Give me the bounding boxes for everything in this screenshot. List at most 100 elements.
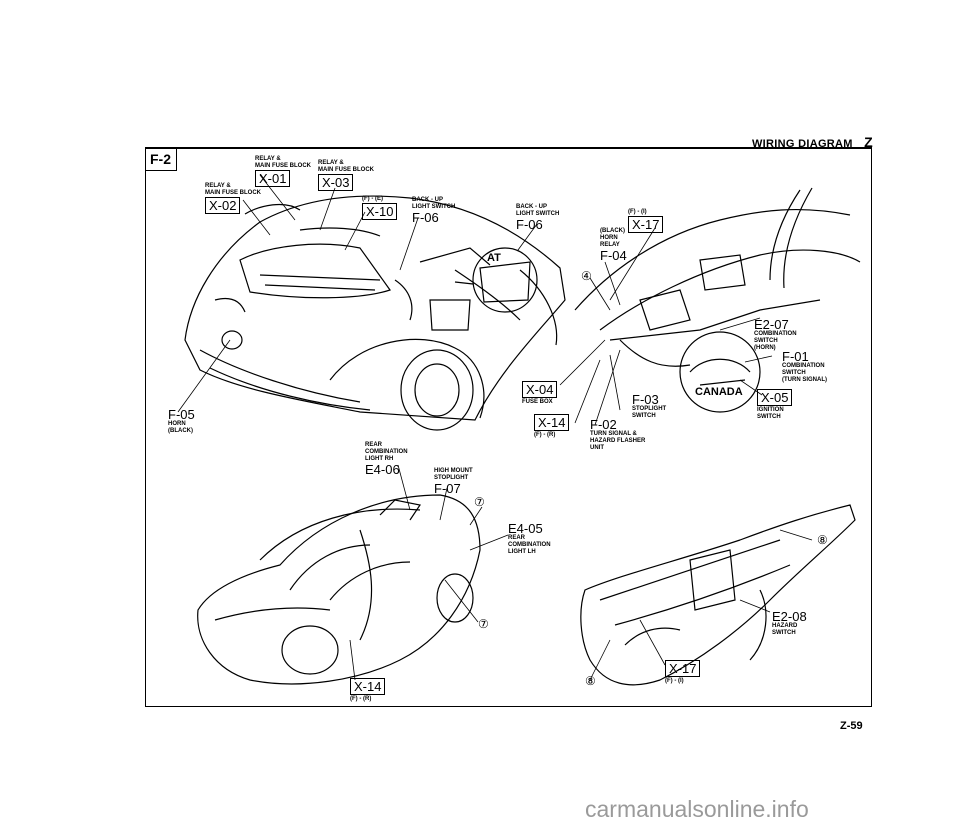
connector-4-tag: ④: [581, 269, 592, 283]
f02-desc-1: TURN SIGNAL &: [590, 431, 637, 437]
e405-desc-3: LIGHT LH: [508, 549, 536, 555]
connector-7b-tag: ⑦: [478, 617, 489, 631]
label-f03: F-03 STOPLIGHT SWITCH: [632, 393, 666, 420]
e405-code: E4-05: [508, 521, 543, 536]
x02-code: X-02: [205, 197, 241, 214]
x10-code: X-10: [362, 203, 398, 220]
x17a-sub: (F) - (I): [628, 209, 647, 215]
label-x04: X-04 FUSE BOX: [522, 381, 558, 406]
x17a-code: X-17: [628, 216, 664, 233]
label-x05: X-05 IGNITION SWITCH: [757, 389, 793, 421]
e207-desc-2: SWITCH: [754, 338, 778, 344]
e207-code: E2-07: [754, 317, 789, 332]
e405-desc-2: COMBINATION: [508, 542, 551, 548]
f05-desc-2: (BLACK): [168, 428, 193, 434]
f03-code: F-03: [632, 392, 659, 407]
x05-desc-1: IGNITION: [757, 407, 784, 413]
e406-desc-3: LIGHT RH: [365, 456, 394, 462]
x14b-code: X-14: [350, 678, 386, 695]
f06a-desc-2: LIGHT SWITCH: [412, 204, 456, 210]
x05-code: X-05: [757, 389, 793, 406]
label-x02: RELAY & MAIN FUSE BLOCK X-02: [205, 183, 261, 215]
connector-8b-tag: ⑧: [585, 674, 596, 688]
connector-7a-tag: ⑦: [474, 495, 485, 509]
x14a-sub: (F) - (R): [534, 432, 556, 438]
f06a-desc-1: BACK - UP: [412, 197, 443, 203]
x03-desc-1: RELAY &: [318, 160, 344, 166]
e208-desc-1: HAZARD: [772, 623, 798, 629]
x02-desc-2: MAIN FUSE BLOCK: [205, 190, 261, 196]
f01-desc-2: SWITCH: [782, 370, 806, 376]
x14b-sub: (F) - (R): [350, 696, 372, 702]
f07-desc-2: STOPLIGHT: [434, 475, 469, 481]
x01-desc-2: MAIN FUSE BLOCK: [255, 163, 311, 169]
f01-desc-3: (TURN SIGNAL): [782, 377, 827, 383]
x04-code: X-04: [522, 381, 558, 398]
label-e207: E2-07 COMBINATION SWITCH (HORN): [754, 318, 797, 352]
at-tag: AT: [487, 252, 501, 264]
f07-code: F-07: [434, 481, 461, 496]
label-x01: RELAY & MAIN FUSE BLOCK X-01: [255, 156, 311, 188]
e207-desc-3: (HORN): [754, 345, 776, 351]
label-e406: REAR COMBINATION LIGHT RH E4-06: [365, 442, 408, 476]
diagram-frame: [145, 147, 872, 707]
f05-code: F-05: [168, 407, 195, 422]
page-number: Z-59: [840, 720, 863, 732]
f06b-code: F-06: [516, 217, 543, 232]
header-letter: Z: [864, 134, 873, 150]
leader-lines: [177, 174, 813, 681]
label-f07: HIGH MOUNT STOPLIGHT F-07: [434, 468, 473, 495]
engine-bay-drawing: [184, 195, 566, 431]
f02-desc-2: HAZARD FLASHER: [590, 438, 646, 444]
f04-desc-2: HORN: [600, 235, 618, 241]
f04-desc-1: (BLACK): [600, 228, 625, 234]
e207-desc-1: COMBINATION: [754, 331, 797, 337]
label-f04: (BLACK) HORN RELAY F-04: [600, 228, 627, 262]
f06b-desc-1: BACK - UP: [516, 204, 547, 210]
x17b-sub: (F) - (I): [665, 678, 684, 684]
label-x10: (F) - (E) X-10: [362, 196, 398, 221]
label-f02: F-02 TURN SIGNAL & HAZARD FLASHER UNIT: [590, 418, 645, 452]
label-e405: E4-05 REAR COMBINATION LIGHT LH: [508, 522, 551, 556]
f02-code: F-02: [590, 417, 617, 432]
e406-code: E4-06: [365, 462, 400, 477]
x05-desc-2: SWITCH: [757, 414, 781, 420]
watermark: carmanualsonline.info: [585, 796, 809, 822]
f05-desc-1: HORN: [168, 421, 186, 427]
f01-desc-1: COMBINATION: [782, 363, 825, 369]
label-x03: RELAY & MAIN FUSE BLOCK X-03: [318, 160, 374, 192]
label-x17a: (F) - (I) X-17: [628, 209, 664, 234]
label-x14b: X-14 (F) - (R): [350, 678, 386, 703]
f03-desc-2: SWITCH: [632, 413, 656, 419]
label-f06a: BACK - UP LIGHT SWITCH F-06: [412, 197, 455, 224]
label-e208: E2-08 HAZARD SWITCH: [772, 610, 807, 637]
x04-desc-1: FUSE BOX: [522, 399, 553, 405]
e406-desc-2: COMBINATION: [365, 449, 408, 455]
f04-code: F-04: [600, 248, 627, 263]
x17b-code: X-17: [665, 660, 701, 677]
x03-desc-2: MAIN FUSE BLOCK: [318, 167, 374, 173]
x10-sub: (F) - (E): [362, 196, 383, 202]
label-x17b: X-17 (F) - (I): [665, 660, 701, 685]
f02-desc-3: UNIT: [590, 445, 604, 451]
label-x14a: X-14 (F) - (R): [534, 414, 570, 439]
label-f01: F-01 COMBINATION SWITCH (TURN SIGNAL): [782, 350, 827, 384]
f06a-code: F-06: [412, 210, 439, 225]
at-callout: [454, 247, 538, 313]
x01-desc-1: RELAY &: [255, 156, 281, 162]
e405-desc-1: REAR: [508, 535, 526, 541]
canada-tag: CANADA: [695, 386, 743, 398]
label-f05-text: F-05 HORN (BLACK): [168, 408, 195, 435]
f01-code: F-01: [782, 349, 809, 364]
interior-car-drawing: [197, 494, 481, 685]
x14a-code: X-14: [534, 414, 570, 431]
section-label: F-2: [145, 148, 177, 171]
x03-code: X-03: [318, 174, 354, 191]
label-f06b: BACK - UP LIGHT SWITCH F-06: [516, 204, 559, 231]
f04-desc-3: RELAY: [600, 242, 620, 248]
header-rule: [145, 147, 872, 149]
dashboard-drawing: [574, 187, 861, 413]
e208-code: E2-08: [772, 609, 807, 624]
x02-desc-1: RELAY &: [205, 183, 231, 189]
